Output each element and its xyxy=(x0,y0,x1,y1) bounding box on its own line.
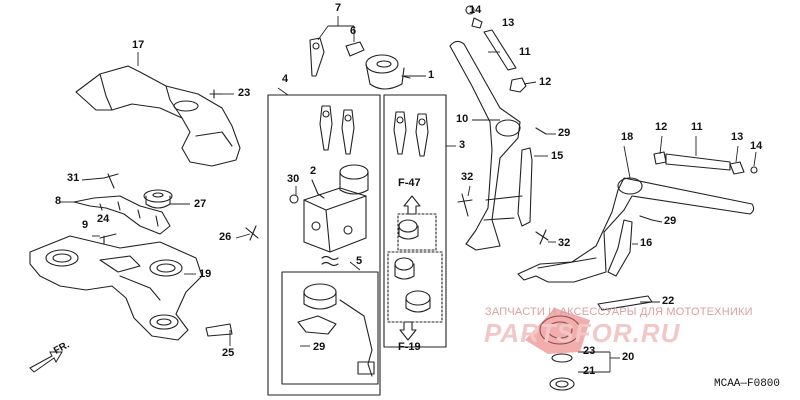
bar-ends-right-part xyxy=(653,151,758,175)
spring-part xyxy=(321,255,339,267)
diagram-code: MCAA—F0800 xyxy=(714,378,781,390)
ref-f47: F-47 xyxy=(398,177,421,189)
bolts-part xyxy=(99,89,653,337)
left-handlebar-part xyxy=(449,40,523,251)
callout-18: 18 xyxy=(621,131,634,143)
ignition-assembly-box xyxy=(267,94,381,396)
callout-24: 23 xyxy=(238,87,251,99)
callout-12-a: 12 xyxy=(539,76,552,88)
callout-21: 21 xyxy=(583,365,596,377)
callout-7: 7 xyxy=(335,2,342,14)
lever-2-part xyxy=(311,179,325,199)
handlebar-cover-part xyxy=(75,65,241,167)
callout-2: 2 xyxy=(310,165,317,177)
callout-25-a: 24 xyxy=(97,213,110,225)
callout-31: 31 xyxy=(67,172,80,184)
screw-30-part xyxy=(289,194,299,204)
callout-23: 23 xyxy=(583,345,596,357)
callout-13-b: 13 xyxy=(731,131,744,143)
keys-3-part xyxy=(393,111,429,157)
mount-bracket-15-part xyxy=(517,147,533,227)
callout-10: 10 xyxy=(456,113,469,125)
callout-27: 27 xyxy=(194,198,207,210)
arrow-down-icon xyxy=(399,321,417,341)
bar-ends-left-part xyxy=(465,5,527,93)
callout-14-a: 14 xyxy=(469,4,482,16)
callout-13-a: 13 xyxy=(502,17,515,29)
seat-lock-box xyxy=(281,271,379,385)
callout-29-a: 29 xyxy=(558,127,571,139)
callout-29-b: 29 xyxy=(664,215,677,227)
callout-26: 26 xyxy=(219,231,232,243)
callout-11-a: 11 xyxy=(519,46,531,58)
callout-6: 6 xyxy=(350,25,357,37)
callout-4: 4 xyxy=(282,73,289,85)
watermark-tagline: ЗАПЧАСТИ И АКСЕССУАРЫ ДЛЯ МОТОТЕХНИКИ xyxy=(485,306,753,318)
ref-f19: F-19 xyxy=(398,341,421,353)
callout-9: 9 xyxy=(82,219,89,231)
watermark-logo-icon xyxy=(525,308,590,354)
clip-part xyxy=(345,41,365,57)
callout-3: 3 xyxy=(459,139,466,151)
lock-cylinder-part xyxy=(387,213,443,323)
callout-25-b: 25 xyxy=(222,347,235,359)
watermark-logo-text: PARTSFOR.RU xyxy=(484,318,681,348)
callout-16: 16 xyxy=(640,237,653,249)
key-set-part xyxy=(319,105,355,155)
callout-32-b: 32 xyxy=(558,237,571,249)
key-set-box xyxy=(383,94,447,348)
leader-lines xyxy=(60,16,757,373)
top-bridge-part xyxy=(29,235,203,341)
callout-8: 8 xyxy=(55,195,62,207)
wire-guide-part xyxy=(73,195,171,235)
callout-30: 30 xyxy=(287,173,300,185)
callout-17: 17 xyxy=(132,39,145,51)
ignition-switch-part xyxy=(303,164,369,253)
callout-20: 20 xyxy=(622,351,635,363)
right-handlebar-part xyxy=(517,177,755,283)
arrow-up-icon xyxy=(403,195,421,215)
callout-5: 5 xyxy=(356,255,363,267)
callout-1: 1 xyxy=(428,69,435,81)
mount-bracket-16-part xyxy=(607,219,633,277)
callout-11-b: 11 xyxy=(691,121,703,133)
lock-part xyxy=(365,54,411,90)
seat-lock-part xyxy=(297,283,375,377)
callout-15: 15 xyxy=(551,150,564,162)
keys-7-part xyxy=(309,37,325,77)
front-arrow-icon xyxy=(29,351,63,373)
callout-22: 22 xyxy=(662,295,675,307)
callout-14-b: 14 xyxy=(750,140,763,152)
grommet-part xyxy=(143,189,173,209)
callout-19: 19 xyxy=(199,268,212,280)
callout-32-a: 32 xyxy=(461,171,474,183)
callout-12-b: 12 xyxy=(655,121,668,133)
callout-28: 29 xyxy=(313,341,326,353)
